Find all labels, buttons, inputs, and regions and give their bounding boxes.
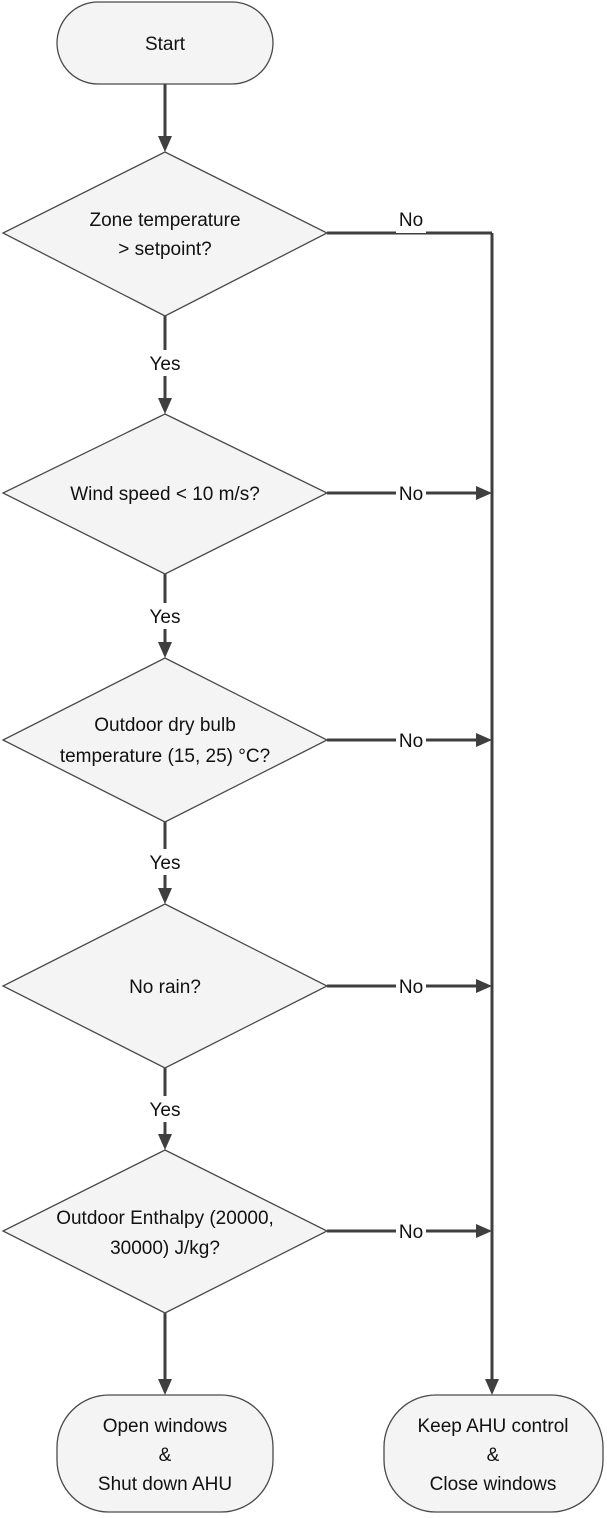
end-keep-ahu-node: Keep AHU control & Close windows xyxy=(383,1394,604,1513)
no-label: No xyxy=(399,1222,423,1243)
end-open-line-1: Open windows xyxy=(103,1416,228,1437)
no-label: No xyxy=(399,210,423,231)
decision-5-line-2: 30000) J/kg? xyxy=(110,1238,220,1259)
decision-1-line-2: > setpoint? xyxy=(118,239,212,260)
decision-3-line-2: temperature (15, 25) °C? xyxy=(60,746,270,767)
decision-wind-speed: Wind speed < 10 m/s? xyxy=(1,413,329,575)
decision-outdoor-dry-bulb: Outdoor dry bulb temperature (15, 25) °C… xyxy=(1,657,329,823)
decision-3-line-1: Outdoor dry bulb xyxy=(94,715,236,736)
end-keep-line-1: Keep AHU control xyxy=(417,1416,568,1437)
decision-4-line-1: No rain? xyxy=(129,977,201,998)
decision-1-line-1: Zone temperature xyxy=(89,210,240,231)
end-open-line-2: & xyxy=(159,1445,172,1466)
yes-label: Yes xyxy=(150,853,181,874)
decision-2-line-1: Wind speed < 10 m/s? xyxy=(70,484,260,505)
decision-no-rain: No rain? xyxy=(1,903,329,1069)
start-node: Start xyxy=(56,1,274,85)
end-keep-line-2: & xyxy=(487,1445,500,1466)
no-label: No xyxy=(399,484,423,505)
yes-label: Yes xyxy=(150,607,181,628)
no-labels: No No No No No xyxy=(396,207,426,1244)
start-label: Start xyxy=(145,34,186,55)
yes-labels: Yes Yes Yes Yes xyxy=(146,350,184,1122)
no-label: No xyxy=(399,977,423,998)
end-open-windows-node: Open windows & Shut down AHU xyxy=(56,1394,274,1513)
decision-outdoor-enthalpy: Outdoor Enthalpy (20000, 30000) J/kg? xyxy=(1,1149,329,1314)
no-label: No xyxy=(399,731,423,752)
decision-5-line-1: Outdoor Enthalpy (20000, xyxy=(56,1208,274,1229)
end-keep-line-3: Close windows xyxy=(430,1474,557,1495)
yes-label: Yes xyxy=(150,1100,181,1121)
decision-zone-temperature: Zone temperature > setpoint? xyxy=(1,151,329,317)
yes-label: Yes xyxy=(150,354,181,375)
end-open-line-3: Shut down AHU xyxy=(98,1474,232,1495)
